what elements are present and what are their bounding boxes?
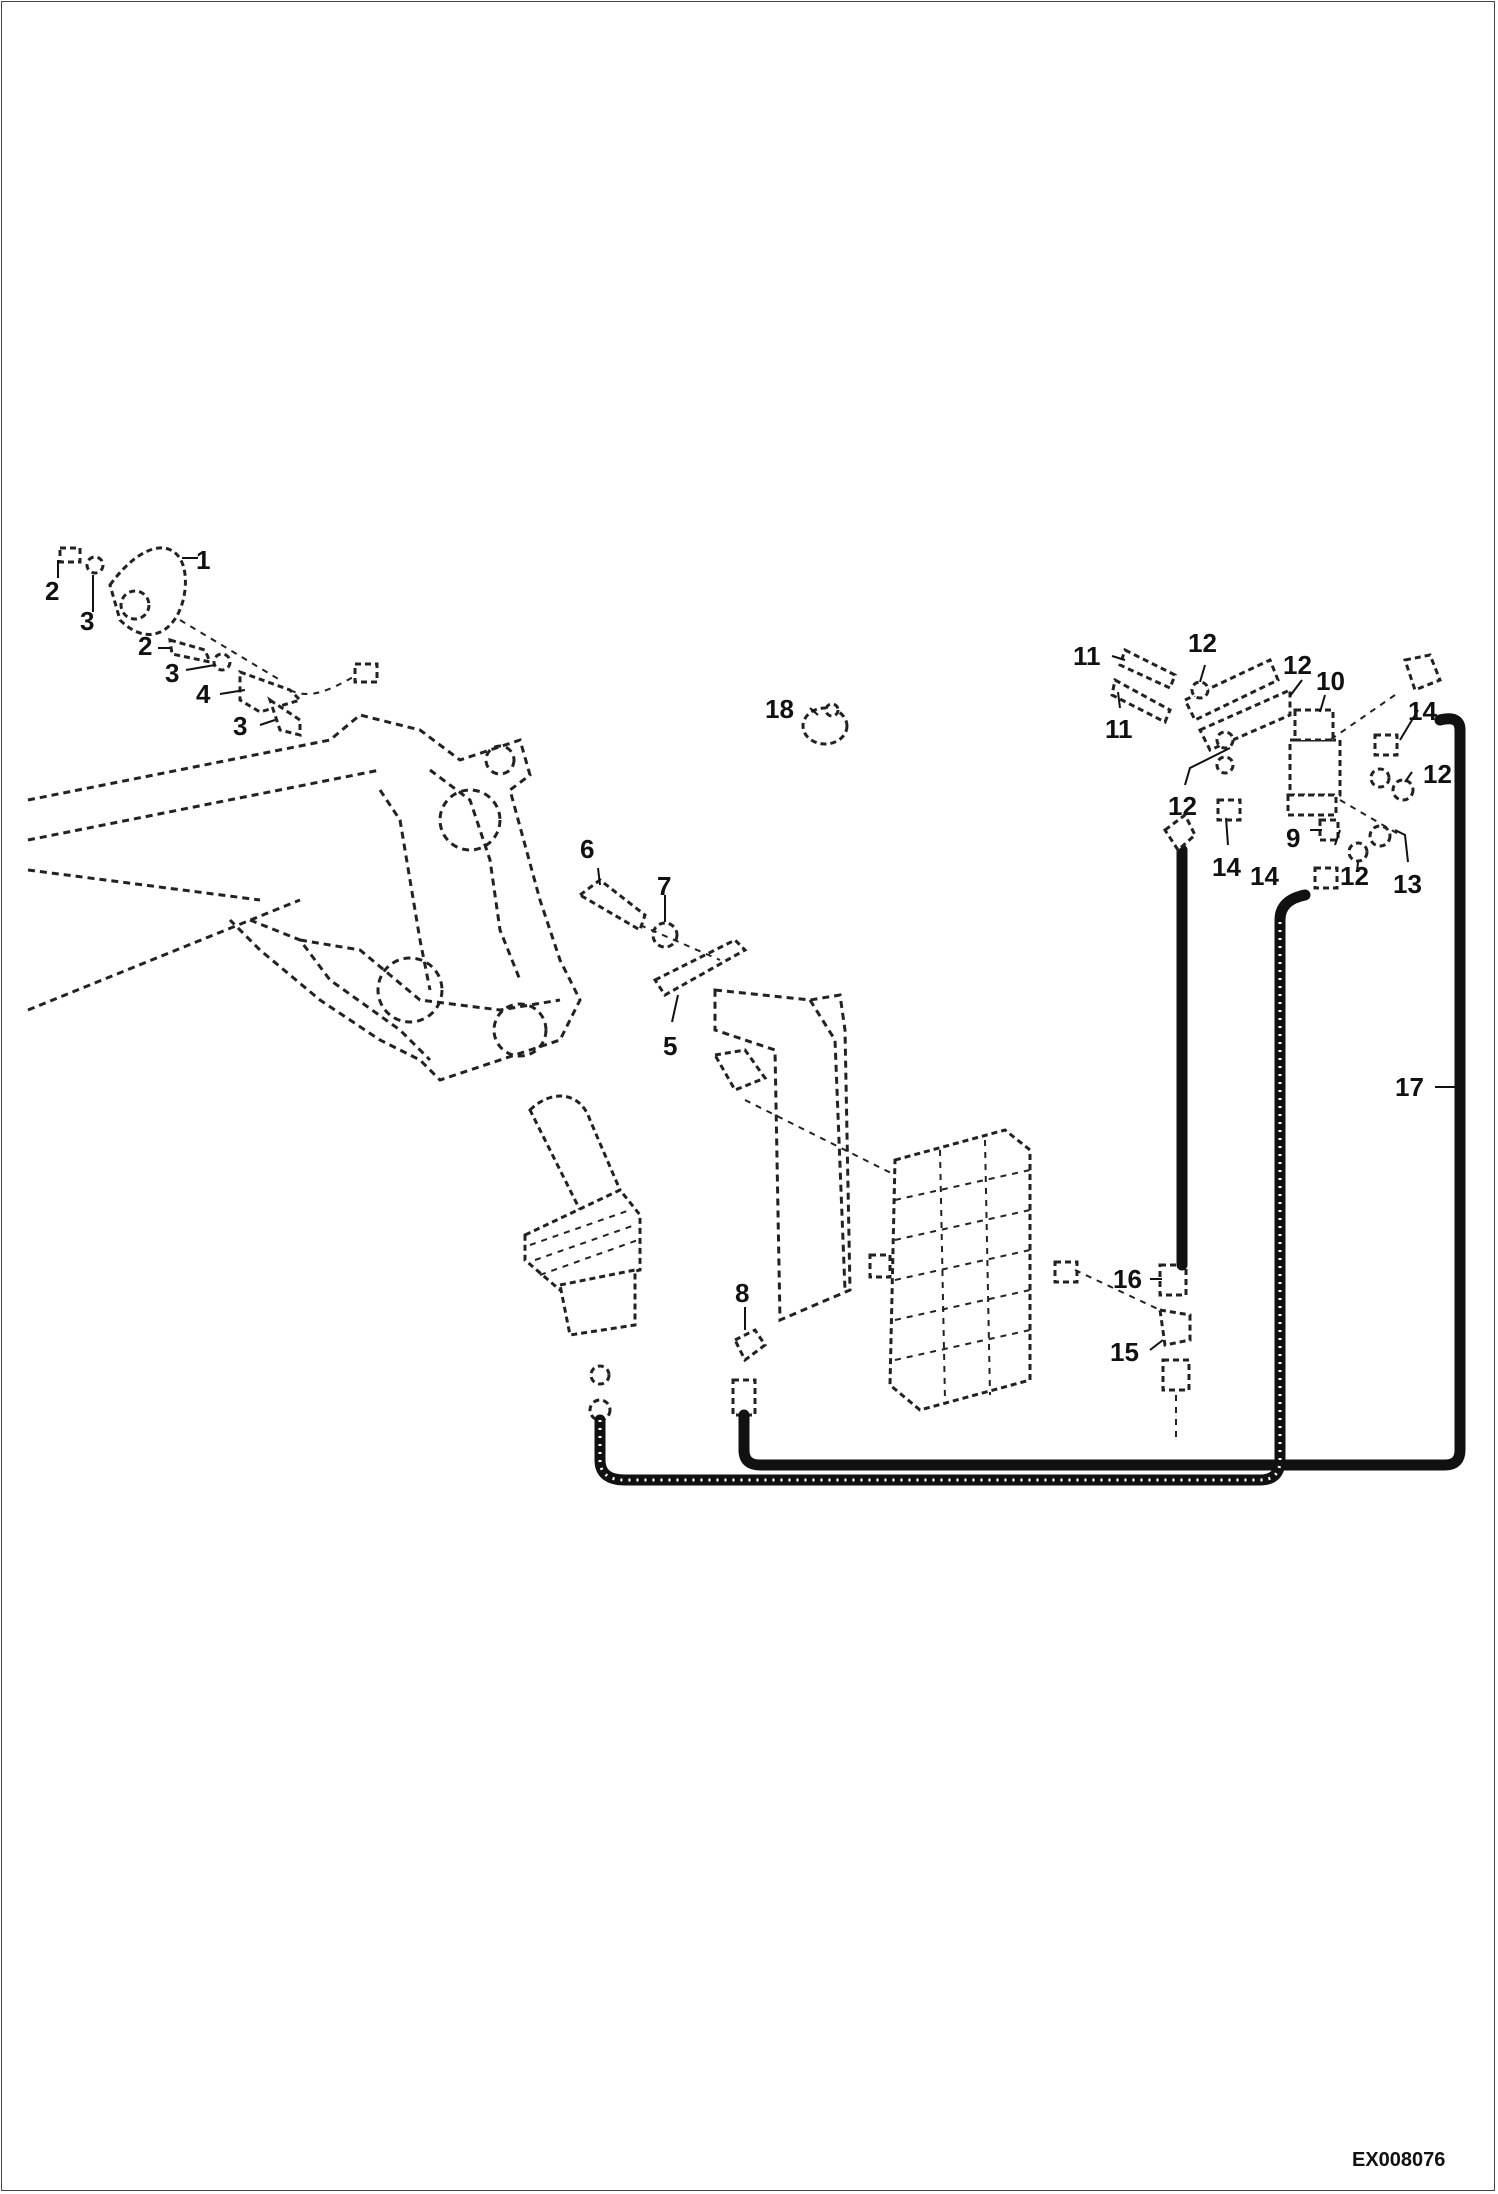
callout-label: 12: [1168, 791, 1197, 821]
boom-assembly: [27, 713, 582, 1082]
callout-label: 12: [1283, 650, 1312, 680]
fitting-8: [731, 1328, 768, 1417]
callout-label: 11: [1073, 641, 1101, 671]
hose-clamp: [801, 702, 849, 746]
callout-label: 13: [1393, 869, 1422, 899]
callout-label: 2: [45, 576, 59, 606]
callout-label: 15: [1110, 1337, 1139, 1367]
guard-plate: [58, 546, 187, 636]
callout-label: 18: [765, 694, 794, 724]
callout-label: 10: [1316, 666, 1345, 696]
fitting-15-16: [1158, 1263, 1192, 1440]
callout-label: 16: [1113, 1264, 1142, 1294]
callout-label: 14: [1250, 861, 1279, 891]
callout-label: 12: [1423, 759, 1452, 789]
callout-label: 6: [580, 834, 594, 864]
callout-label: 11: [1105, 714, 1133, 744]
control-valve-bank: [744, 1099, 1161, 1412]
callout-label: 5: [663, 1031, 677, 1061]
callout-label: 8: [735, 1278, 749, 1308]
hose-17: [738, 713, 1466, 1471]
callout-label: 3: [233, 711, 247, 741]
callout-label: 9: [1286, 823, 1300, 853]
callout-label: 2: [138, 631, 152, 661]
callout-label: 1: [196, 545, 210, 575]
callout-labels: 1 2 3 2 3 4 3 18 6 7 5 8 11 12 12 10 11 …: [45, 545, 1452, 1367]
callout-label: 17: [1395, 1072, 1424, 1102]
sensor-bracket: [168, 619, 379, 737]
callout-label: 4: [196, 679, 211, 709]
leader-lines: [57, 557, 1460, 1351]
hose-16: [1162, 812, 1197, 1271]
callout-label: 7: [657, 871, 671, 901]
callout-label: 3: [80, 606, 94, 636]
solenoid-valve-block: [1110, 647, 1442, 890]
hose-joystick: [594, 889, 1311, 1486]
callout-label: 12: [1188, 628, 1217, 658]
figure-reference-code: EX008076: [1352, 2149, 1445, 2171]
callout-label: 12: [1340, 861, 1369, 891]
callout-label: 14: [1408, 696, 1437, 726]
valve-bracket: [712, 988, 852, 1323]
mount-hardware: [577, 878, 748, 997]
joystick: [523, 1094, 642, 1422]
callout-label: 14: [1212, 852, 1241, 882]
callout-label: 3: [165, 658, 179, 688]
